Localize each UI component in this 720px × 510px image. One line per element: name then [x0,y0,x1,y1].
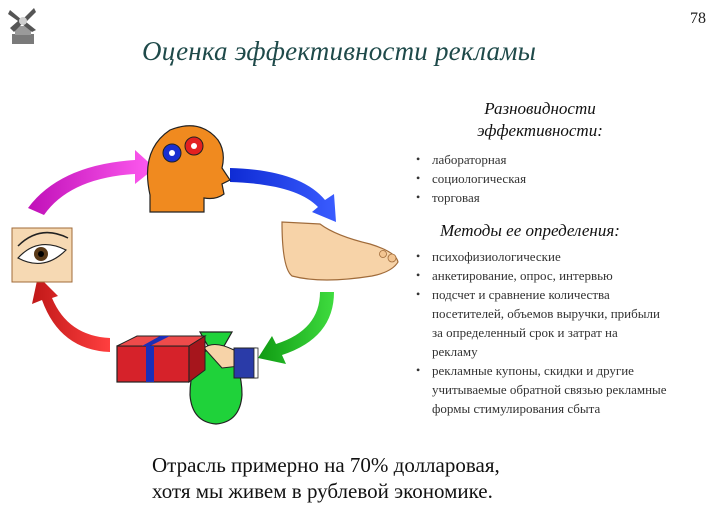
list-item: лабораторная [410,150,700,169]
bottom-note-line1: Отрасль примерно на 70% долларовая, [152,453,500,477]
types-heading: Разновидности эффективности: [477,99,603,140]
effectiveness-cycle-diagram [11,125,399,425]
blue-arrow-icon [230,168,336,222]
list-item: психофизиологические [410,247,695,266]
gift-box-icon [116,335,207,383]
types-list: лабораторная социологическая торговая [410,150,700,207]
eye-icon [11,227,73,283]
page-number: 78 [690,10,706,27]
bottom-note: Отрасль примерно на 70% долларовая, хотя… [152,452,500,504]
magenta-arrow-icon [28,150,155,215]
head-gears-icon [146,125,231,213]
foot-icon [281,221,399,281]
green-arrow-icon [258,292,334,364]
red-arrow-icon [32,276,110,352]
methods-heading: Методы ее определения: [440,221,620,240]
methods-list: психофизиологические анкетирование, опро… [410,247,695,418]
list-item: социологическая [410,169,700,188]
bottom-note-line2: хотя мы живем в рублевой экономике. [152,479,493,503]
list-item: торговая [410,188,700,207]
list-item: подсчет и сравнение количества посетител… [410,285,662,361]
emblem-logo-icon [6,4,40,48]
list-item: рекламные купоны, скидки и другие учитыв… [410,361,682,418]
list-item: анкетирование, опрос, интервью [410,266,695,285]
page-title: Оценка эффективности рекламы [142,36,537,66]
